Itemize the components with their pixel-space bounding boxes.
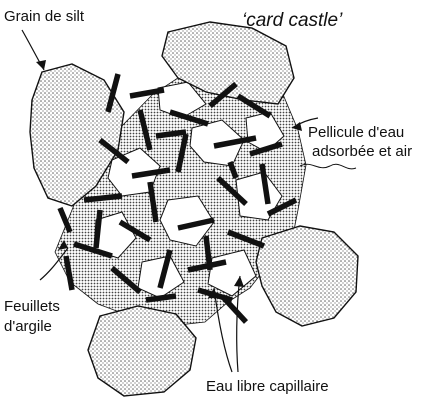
clay-sheets-label-line2: d'argile bbox=[4, 318, 52, 335]
water-film-label-line1: Pellicule d'eau bbox=[308, 124, 404, 141]
diagram-title: ‘card castle’ bbox=[242, 10, 342, 32]
silt-grain-label: Grain de silt bbox=[4, 8, 84, 25]
silt-grain bbox=[88, 306, 196, 396]
capillary-water-label: Eau libre capillaire bbox=[206, 378, 329, 395]
clay-sheet bbox=[222, 296, 246, 322]
clay-sheets-label-line1: Feuillets bbox=[4, 298, 60, 315]
film-wave-mark bbox=[300, 164, 356, 169]
silt-grain bbox=[256, 226, 358, 326]
water-film-label-line2: adsorbée et air bbox=[312, 143, 412, 160]
arrowhead bbox=[36, 60, 46, 70]
